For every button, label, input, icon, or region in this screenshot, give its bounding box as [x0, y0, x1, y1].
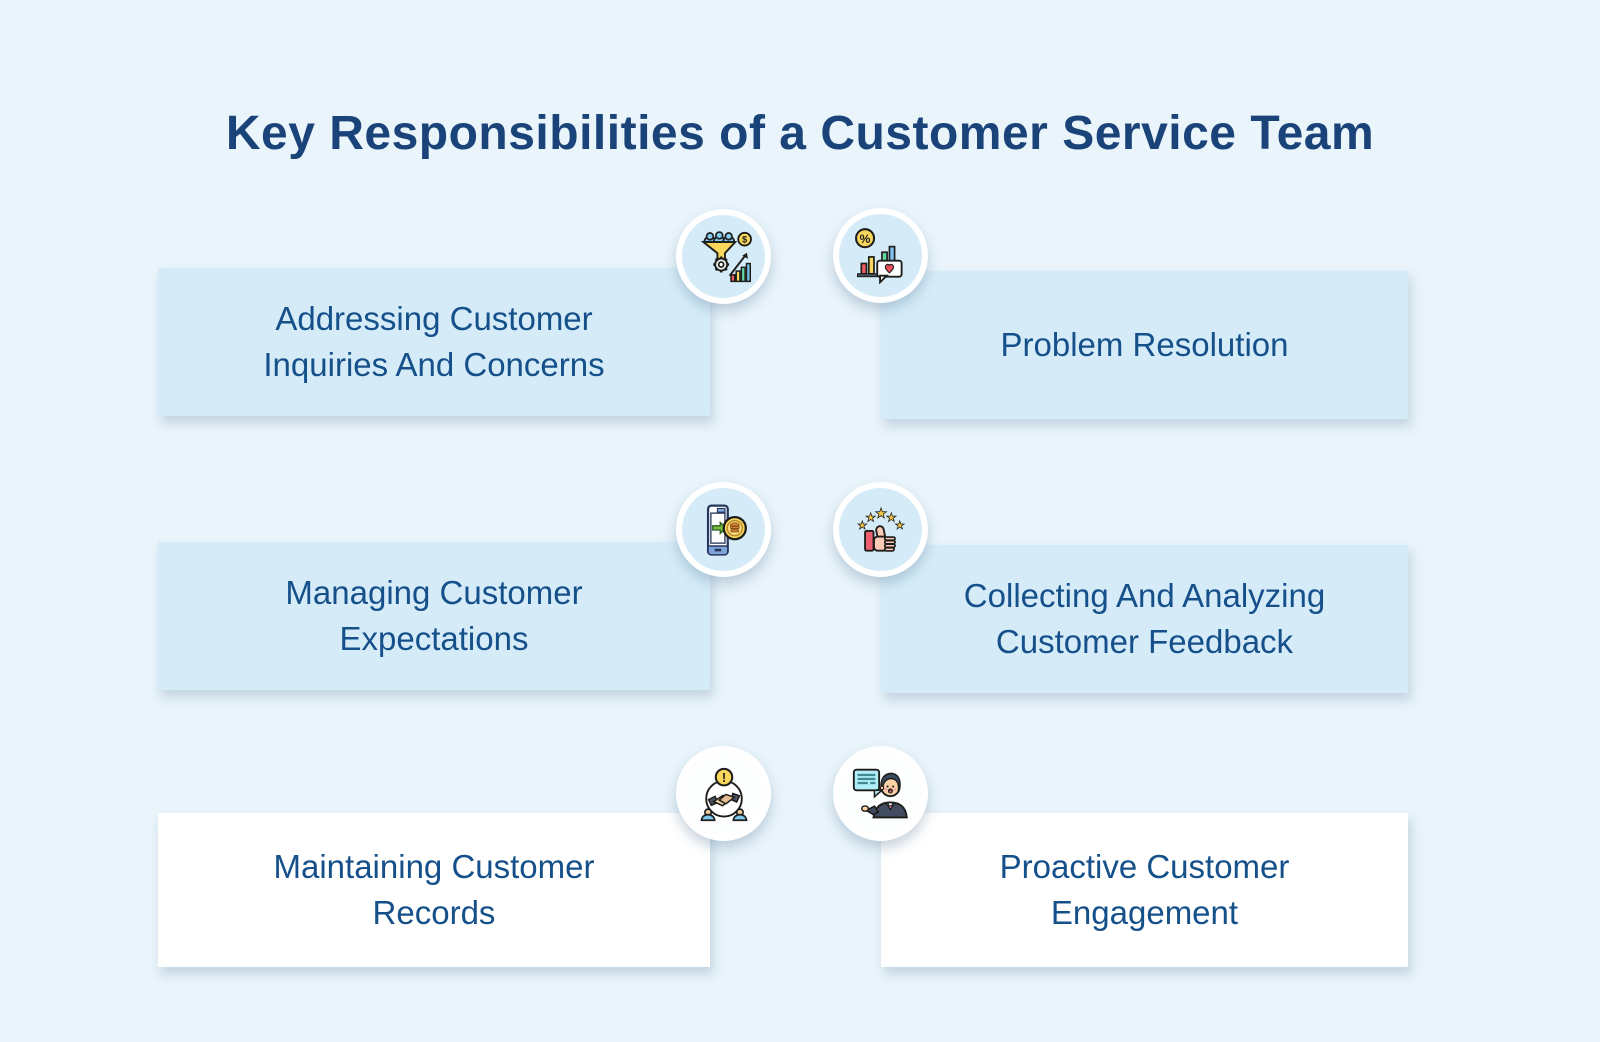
card-collecting-analyzing-feedback: Collecting And Analyzing Customer Feedba… — [881, 545, 1408, 693]
five-star-thumbs-up-icon: ★ ★ ★ ★ ★ — [856, 505, 905, 552]
icon-badge: % — [833, 208, 928, 303]
card-label-line: Collecting And Analyzing — [963, 577, 1326, 614]
card-label-line: Managing Customer — [285, 574, 583, 611]
svg-text:★: ★ — [894, 519, 904, 532]
card-managing-customer-expectations: Managing Customer Expectations — [158, 542, 710, 690]
handshake-alert-icon: ! — [700, 767, 747, 821]
svg-text:★: ★ — [885, 510, 896, 524]
svg-text:★: ★ — [865, 510, 876, 524]
icon-badge: $ — [676, 209, 771, 304]
svg-text:★: ★ — [874, 505, 887, 521]
sales-funnel-analytics-icon: $ — [700, 230, 752, 282]
card-label-line: Customer Feedback — [995, 623, 1294, 660]
card-proactive-customer-engagement: Proactive Customer Engagement — [881, 813, 1408, 967]
agent-speech-bubble-icon — [852, 768, 908, 818]
card-label-line: Proactive Customer — [999, 848, 1290, 885]
card-addressing-customer-inquiries: Addressing Customer Inquiries And Concer… — [158, 268, 710, 416]
percent-feedback-chart-icon: % — [854, 227, 903, 285]
svg-text:%: % — [859, 231, 870, 245]
icon-badge: ★ ★ ★ ★ ★ — [833, 482, 928, 577]
card-label-line: Expectations — [339, 620, 529, 657]
icon-badge: ! — [676, 746, 771, 841]
mobile-order-coin-icon — [706, 504, 747, 556]
icon-badge — [676, 482, 771, 577]
card-label-line: Addressing Customer — [275, 300, 593, 337]
svg-text:★: ★ — [857, 519, 867, 532]
card-maintaining-customer-records: Maintaining Customer Records — [158, 813, 710, 967]
card-label-line: Problem Resolution — [1000, 326, 1289, 363]
card-problem-resolution: Problem Resolution — [881, 271, 1408, 419]
card-label-line: Inquiries And Concerns — [263, 346, 605, 383]
icon-badge — [833, 746, 928, 841]
svg-text:$: $ — [742, 234, 748, 244]
svg-text:!: ! — [721, 769, 725, 784]
card-label-line: Engagement — [1050, 894, 1239, 931]
card-label-line: Records — [372, 894, 496, 931]
card-label-line: Maintaining Customer — [273, 848, 595, 885]
page-title: Key Responsibilities of a Customer Servi… — [225, 107, 1375, 161]
